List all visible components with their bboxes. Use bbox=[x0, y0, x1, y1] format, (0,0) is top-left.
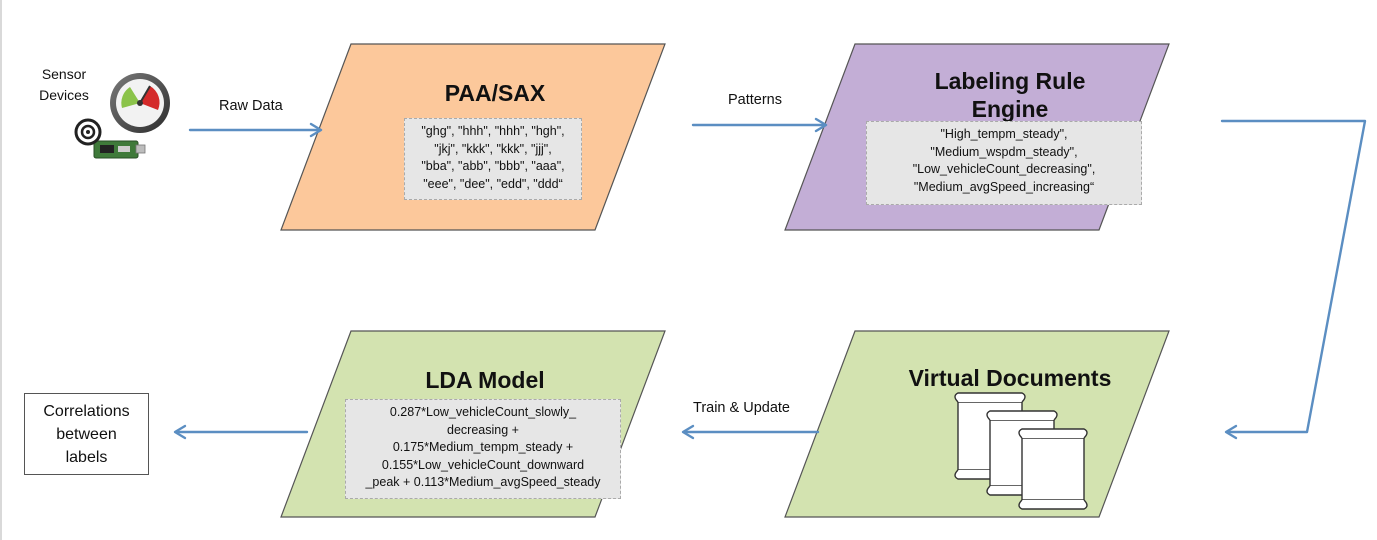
patterns-label: Patterns bbox=[728, 92, 782, 108]
topic-line: 0.175*Medium_tempm_steady + bbox=[392, 440, 574, 454]
labels-box: "High_tempm_steady", "Medium_wspdm_stead… bbox=[866, 121, 1142, 205]
virtual-documents-title: Virtual Documents bbox=[908, 365, 1112, 391]
lda-topics-box: 0.287*Low_vehicleCount_slowly_ decreasin… bbox=[345, 399, 621, 499]
topic-line: 0.155*Low_vehicleCount_downward bbox=[381, 457, 585, 472]
raw-data-arrow bbox=[188, 122, 323, 138]
pattern-line: "eee", "dee", "edd", "ddd“ bbox=[423, 176, 563, 191]
lda-model-title: LDA Model bbox=[425, 367, 545, 393]
documents-icon bbox=[954, 392, 1088, 510]
sensor-board-icon bbox=[74, 118, 146, 159]
loop-connector-arrow bbox=[1220, 119, 1367, 440]
pattern-line: "bba", "abb", "bbb", "aaa", bbox=[421, 159, 565, 173]
sensor-devices-label: Sensor Devices bbox=[39, 66, 89, 103]
label-line: "Medium_wspdm_steady", bbox=[930, 144, 1078, 159]
pattern-line: "jkj", "kkk", "kkk", "jjj", bbox=[434, 141, 552, 156]
paa-sax-title: PAA/SAX bbox=[444, 80, 546, 106]
labeling-rule-engine-title: Labeling Rule Engine bbox=[934, 68, 1086, 122]
label-line: "High_tempm_steady", bbox=[940, 127, 1068, 141]
correlations-box: Correlations between labels bbox=[24, 393, 149, 475]
train-update-label: Train & Update bbox=[693, 400, 790, 416]
gauge-icon bbox=[110, 73, 170, 133]
pattern-line: "ghg", "hhh", "hhh", "hgh", bbox=[421, 124, 565, 138]
topic-line: 0.287*Low_vehicleCount_slowly_ bbox=[389, 405, 577, 419]
patterns-arrow bbox=[691, 117, 828, 133]
output-arrow bbox=[173, 424, 309, 440]
paa-sax-patterns-box: "ghg", "hhh", "hhh", "hgh", "jkj", "kkk"… bbox=[404, 118, 582, 200]
topic-line: _peak + 0.113*Medium_avgSpeed_steady bbox=[365, 475, 601, 489]
label-line: "Low_vehicleCount_decreasing", bbox=[912, 162, 1096, 176]
window-left-edge bbox=[0, 0, 2, 540]
label-line: "Medium_avgSpeed_increasing“ bbox=[913, 179, 1095, 194]
topic-line: decreasing + bbox=[447, 422, 519, 437]
train-update-arrow bbox=[681, 424, 820, 440]
raw-data-label: Raw Data bbox=[219, 98, 283, 114]
